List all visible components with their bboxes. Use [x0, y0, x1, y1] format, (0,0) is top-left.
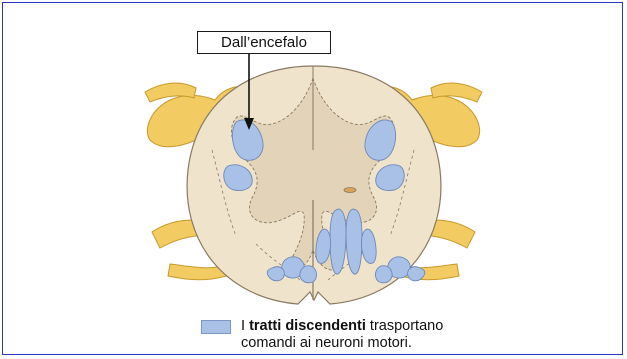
legend-swatch-descending-tracts — [201, 320, 231, 334]
ventral-tract-right-a — [346, 209, 362, 274]
legend-rest-line1: trasportano — [366, 318, 443, 334]
legend-bold-term: tratti discendenti — [249, 318, 366, 334]
label-from-brain: Dall’encefalo — [197, 31, 331, 54]
legend-text: I tratti discendenti trasportano comandi… — [241, 318, 541, 352]
legend-line2: comandi ai neuroni motori. — [241, 335, 412, 351]
legend-prefix: I — [241, 318, 249, 334]
anterior-tract-left-2 — [300, 266, 317, 283]
ventral-tract-left-a — [330, 209, 346, 274]
anterior-tract-right-2 — [375, 266, 392, 283]
central-canal — [344, 188, 356, 193]
